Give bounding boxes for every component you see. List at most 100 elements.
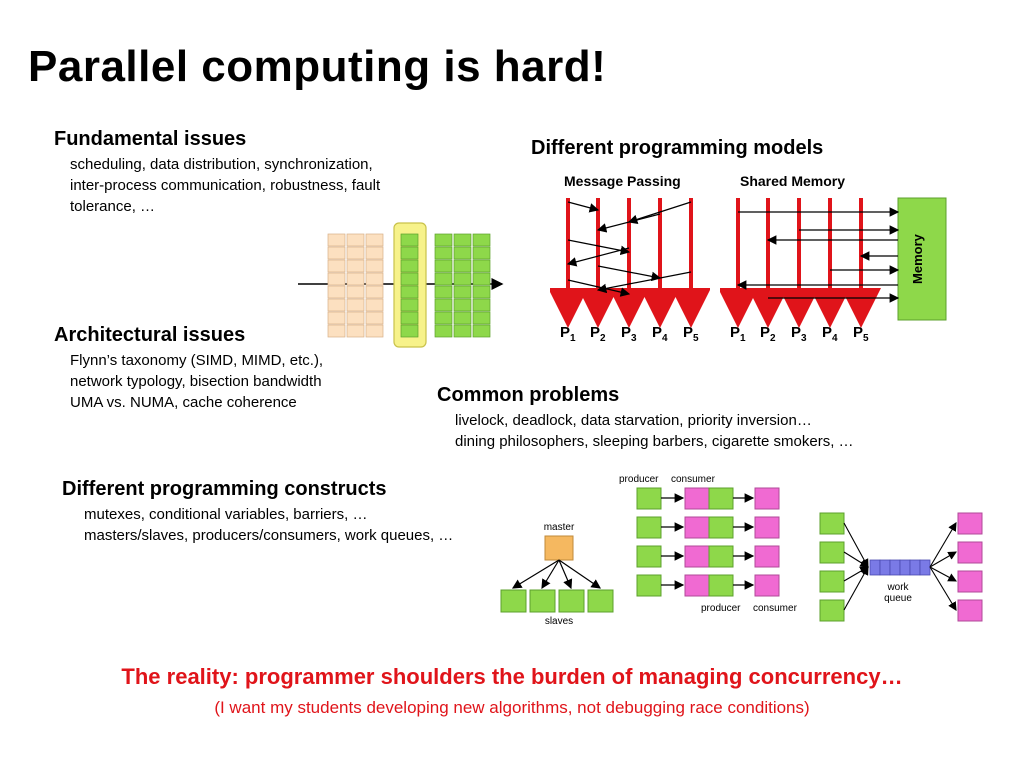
data-cell: [346, 324, 365, 338]
consumer-node: [684, 545, 710, 568]
work-queue-label-1: work: [886, 582, 909, 593]
result-cell: [472, 259, 491, 273]
processor-prefix: P: [652, 324, 663, 341]
result-cell: [472, 285, 491, 299]
data-cell: [365, 246, 384, 260]
memory-label: Memory: [910, 233, 925, 284]
consumer-node: [684, 487, 710, 510]
reality-statement: The reality: programmer shoulders the bu…: [121, 664, 903, 689]
shared-memory-lines: [720, 198, 900, 328]
producer-node: [636, 516, 662, 539]
data-cell: [346, 233, 365, 247]
memory-block: [897, 197, 947, 321]
producer-node: [819, 599, 845, 622]
enqueue-arrow: [843, 551, 869, 568]
processor-prefix: P: [791, 324, 802, 341]
slave-node: [500, 589, 527, 613]
queue-slot: [919, 559, 931, 576]
data-cell: [327, 233, 346, 247]
producer-bottom-label: producer: [701, 603, 741, 614]
processor-prefix: P: [590, 324, 601, 341]
result-cell: [472, 272, 491, 286]
message-passing-label: Message Passing: [564, 173, 681, 189]
dispatch-arrow: [511, 559, 560, 589]
architectural-issues-text: Flynn’s taxonomy (SIMD, MIMD, etc.), net…: [70, 350, 323, 413]
data-cell: [346, 246, 365, 260]
result-cell: [453, 324, 472, 338]
processor-prefix: P: [760, 324, 771, 341]
processed-cell: [400, 324, 419, 338]
programming-constructs-text: mutexes, conditional variables, barriers…: [84, 504, 453, 546]
producer-consumer-diagram: producer consumer producer consumer: [619, 474, 798, 614]
consumer-top-label: consumer: [671, 474, 716, 485]
queue-slot: [889, 559, 901, 576]
processor-prefix: P: [560, 324, 571, 341]
producer-node: [708, 545, 734, 568]
architectural-line: UMA vs. NUMA, cache coherence: [70, 394, 297, 411]
result-cell: [434, 272, 453, 286]
data-cell: [327, 285, 346, 299]
common-problems-heading: Common problems: [437, 384, 620, 406]
queue-slot: [909, 559, 921, 576]
processor-index: 4: [662, 333, 668, 344]
processed-cell: [400, 259, 419, 273]
consumer-node: [957, 599, 983, 622]
producer-node: [819, 541, 845, 564]
processor-index: 4: [832, 333, 838, 344]
processor-prefix: P: [822, 324, 833, 341]
processor-label: P4: [652, 324, 668, 344]
result-cell: [453, 246, 472, 260]
data-cell: [365, 298, 384, 312]
processor-prefix: P: [853, 324, 864, 341]
message-passing-diagram: [550, 198, 710, 328]
slave-nodes: [500, 559, 614, 613]
producer-node: [708, 487, 734, 510]
fundamental-line: inter-process communication, robustness,…: [70, 177, 381, 194]
page-title: Parallel computing is hard!: [28, 42, 607, 91]
consumer-bottom-label: consumer: [753, 603, 798, 614]
message-arrow: [567, 279, 631, 297]
result-cell: [472, 324, 491, 338]
processor-label: P3: [791, 324, 807, 344]
architectural-issues-heading: Architectural issues: [54, 324, 246, 346]
queue-slot: [869, 559, 881, 576]
slaves-label: slaves: [545, 616, 573, 627]
message-passing-lines: [550, 198, 710, 328]
data-cell: [327, 324, 346, 338]
dispatch-arrow: [558, 559, 601, 589]
fundamental-issues-text: scheduling, data distribution, synchroni…: [70, 154, 380, 217]
data-cell: [327, 246, 346, 260]
processor-index: 2: [600, 333, 606, 344]
processor-index: 3: [801, 333, 807, 344]
work-queue-nodes: [819, 512, 983, 622]
result-cell: [434, 324, 453, 338]
fundamental-issues-heading: Fundamental issues: [54, 128, 247, 150]
shared-memory-diagram: Memory: [720, 197, 947, 328]
consumer-node: [957, 541, 983, 564]
grid-blocks: [327, 222, 491, 348]
data-cell: [365, 233, 384, 247]
fundamental-line: tolerance, …: [70, 198, 156, 215]
architectural-line: network typology, bisection bandwidth: [70, 373, 322, 390]
result-cell: [434, 285, 453, 299]
processed-cell: [400, 233, 419, 247]
processor-index: 2: [770, 333, 776, 344]
result-cell: [434, 259, 453, 273]
result-cell: [434, 233, 453, 247]
consumer-node: [957, 570, 983, 593]
processed-cell: [400, 272, 419, 286]
result-cell: [472, 311, 491, 325]
queue-slot: [899, 559, 911, 576]
processor-label: P1: [560, 324, 576, 344]
data-cell: [365, 259, 384, 273]
data-cell: [365, 311, 384, 325]
consumer-node: [754, 574, 780, 597]
common-problems-text: livelock, deadlock, data starvation, pri…: [455, 410, 854, 452]
processor-prefix: P: [621, 324, 632, 341]
dequeue-arrow: [929, 566, 957, 611]
producer-consumer-nodes: [636, 487, 780, 597]
processor-index: 3: [631, 333, 637, 344]
master-slaves-diagram: master slaves: [500, 522, 614, 627]
message-arrow: [627, 201, 692, 224]
message-arrow: [566, 247, 630, 267]
